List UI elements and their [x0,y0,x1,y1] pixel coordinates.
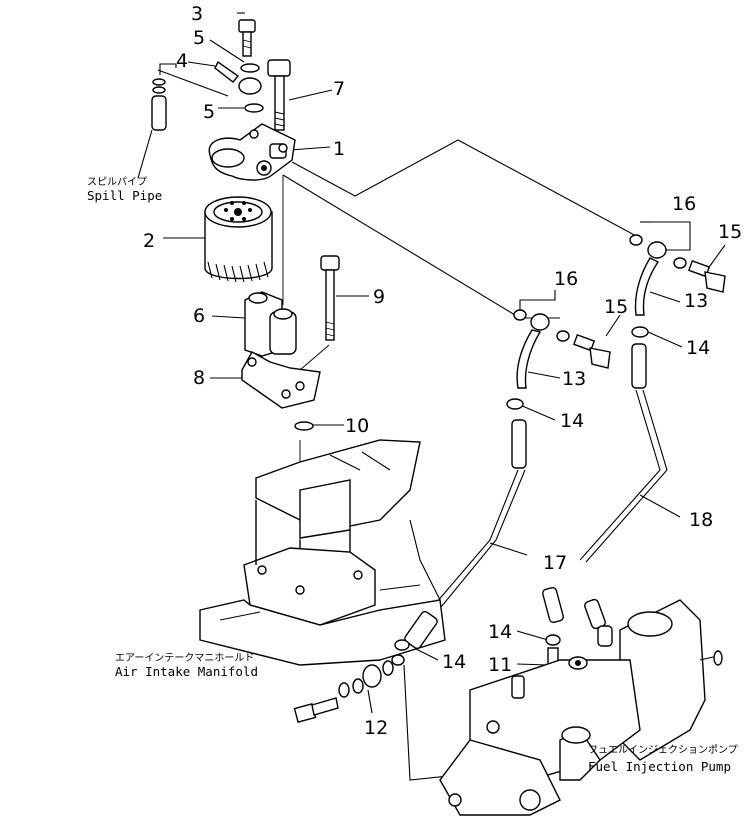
centerline-c [299,344,330,371]
filter-head [208,123,296,181]
bolt-9 [320,255,340,341]
callouts: 3 5 4 5 7 1 2 6 9 8 10 16 16 15 15 13 14… [143,3,742,739]
washer-5a [240,63,260,73]
bolt-15b [687,259,726,293]
callout-15a: 15 [604,296,628,318]
callout-16b: 16 [672,193,696,215]
callout-9: 9 [373,286,385,308]
filter-element-2 [204,196,273,283]
callout-8: 8 [193,367,205,389]
spill-pipe-label-en: Spill Pipe [87,188,162,203]
washer-10 [294,421,314,431]
callout-14c: 14 [488,621,512,643]
callout-6: 6 [193,305,205,327]
callout-17: 17 [543,552,567,574]
callout-10: 10 [345,415,369,437]
fuel-pump-label-jp: フュエルインジェクションポンプ [588,744,738,756]
plate-8 [241,351,321,409]
callout-16a: 16 [554,268,578,290]
air-intake-label-en: Air Intake Manifold [115,664,258,679]
callout-14a: 14 [560,410,584,432]
banjo-4 [214,60,262,95]
bracket-6 [244,291,297,357]
spill-pipe-label-jp: スピルパイプ [87,176,147,188]
bolt-15a [572,333,611,369]
callout-3: 3 [191,3,203,25]
bolt-3 [238,19,256,57]
callout-18: 18 [689,509,713,531]
callout-14b: 14 [686,337,710,359]
fuel-pump-label-en: Fuel Injection Pump [588,759,731,774]
connector-16b [629,234,687,389]
callout-2: 2 [143,230,155,252]
bolt-7 [267,59,291,131]
callout-5b: 5 [203,101,215,123]
air-intake-manifold [199,439,446,666]
air-intake-label-jp: エアーインテークマニホールド [115,652,254,664]
spill-pipe [151,78,167,131]
callout-7: 7 [333,78,345,100]
labels: スピルパイプ Spill Pipe エアーインテークマニホールド Air Int… [87,176,738,774]
callout-13b: 13 [684,290,708,312]
callout-13a: 13 [562,368,586,390]
callout-11: 11 [488,654,512,676]
callout-15b: 15 [718,221,742,243]
washer-5b [244,103,264,113]
callout-4: 4 [176,50,188,72]
callout-1: 1 [333,138,345,160]
callout-14d: 14 [442,651,466,673]
callout-12: 12 [364,717,388,739]
fuel-injection-pump [439,598,723,816]
connector-16a [506,309,570,469]
callout-5a: 5 [193,27,205,49]
